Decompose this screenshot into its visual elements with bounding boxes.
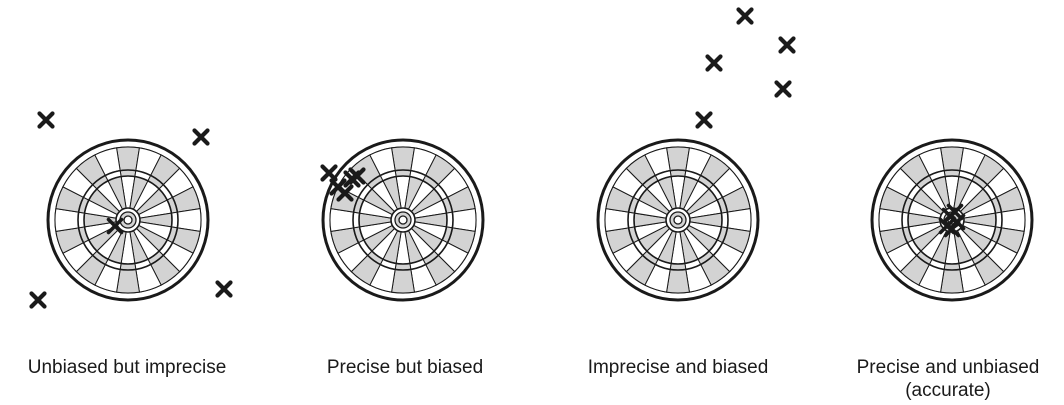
x-mark-icon (739, 10, 752, 23)
x-mark-icon (777, 83, 790, 96)
dartboard-unbiased-imprecise (48, 140, 208, 300)
caption-line: Imprecise and biased (548, 356, 808, 379)
x-mark-icon (218, 283, 231, 296)
caption-line: Precise and unbiased (818, 356, 1064, 379)
x-mark-icon (40, 114, 53, 127)
caption-line: (accurate) (818, 379, 1064, 402)
x-mark-icon (32, 294, 45, 307)
caption-precise-biased: Precise but biased (275, 356, 535, 379)
caption-line: Unbiased but imprecise (0, 356, 257, 379)
caption-imprecise-biased: Imprecise and biased (548, 356, 808, 379)
x-mark-icon (698, 114, 711, 127)
x-mark-icon (323, 167, 336, 180)
x-mark-icon (781, 39, 794, 52)
dartboard-precise-biased (323, 140, 483, 300)
caption-line: Precise but biased (275, 356, 535, 379)
x-mark-icon (708, 57, 721, 70)
x-mark-icon (195, 131, 208, 144)
caption-precise-unbiased: Precise and unbiased (accurate) (818, 356, 1064, 402)
dartboard-imprecise-biased (598, 140, 758, 300)
caption-unbiased-imprecise: Unbiased but imprecise (0, 356, 257, 379)
